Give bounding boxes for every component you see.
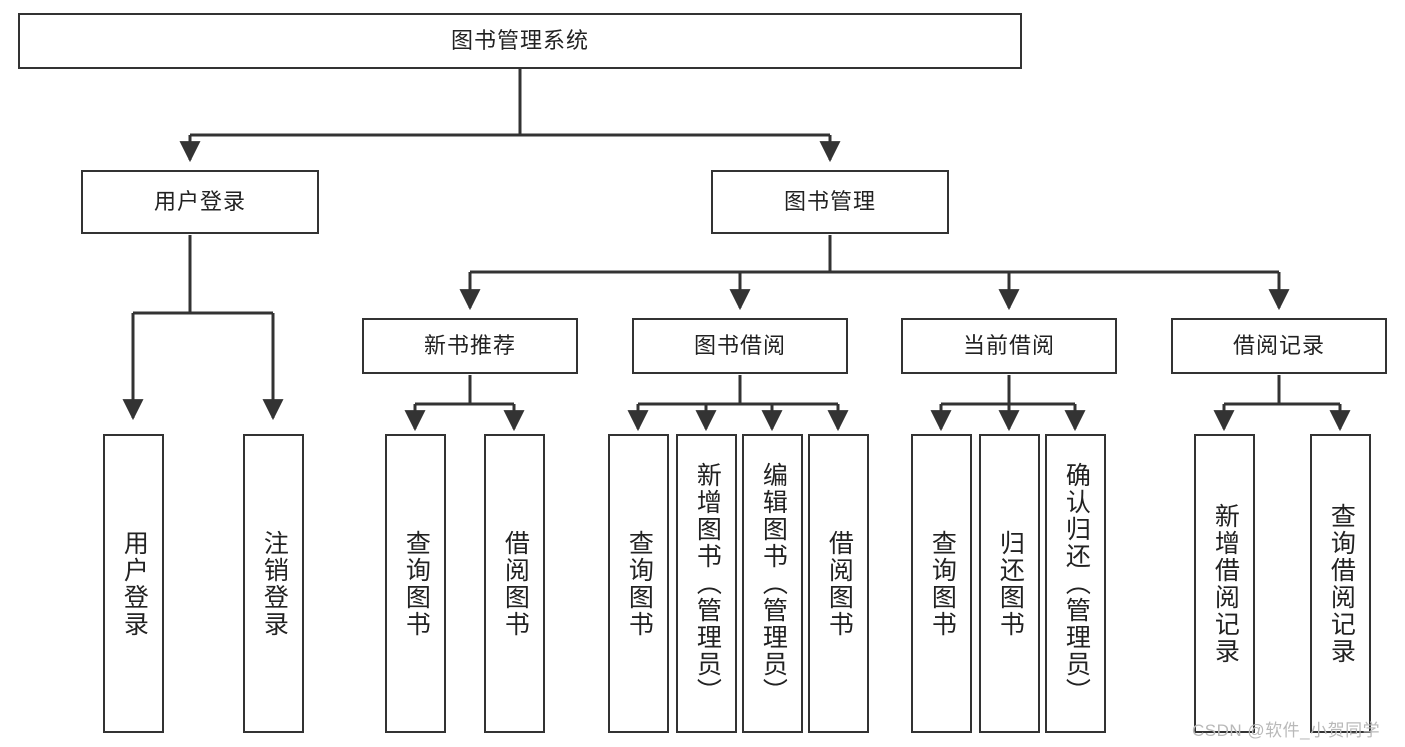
node-leaf-confirm-return[interactable]: 确认归还（管理员）: [1045, 434, 1106, 733]
node-current-borrow-label: 当前借阅: [962, 332, 1055, 358]
node-leaf-query-record-label: 查询借阅记录: [1327, 502, 1356, 665]
node-leaf-edit-book-label: 编辑图书（管理员）: [759, 462, 788, 705]
node-book-manage[interactable]: 图书管理: [711, 170, 949, 234]
node-book-manage-label: 图书管理: [783, 188, 876, 214]
node-leaf-return-book[interactable]: 归还图书: [979, 434, 1040, 733]
node-leaf-query-record[interactable]: 查询借阅记录: [1310, 434, 1371, 733]
node-leaf-add-book[interactable]: 新增图书（管理员）: [676, 434, 737, 733]
node-leaf-borrow-book-2[interactable]: 借阅图书: [808, 434, 869, 733]
node-current-borrow[interactable]: 当前借阅: [901, 318, 1117, 374]
node-leaf-query-book-2[interactable]: 查询图书: [608, 434, 669, 733]
node-leaf-query-book-2-label: 查询图书: [625, 529, 654, 638]
node-root-label: 图书管理系统: [450, 27, 589, 53]
node-leaf-logout[interactable]: 注销登录: [243, 434, 304, 733]
node-leaf-add-record[interactable]: 新增借阅记录: [1194, 434, 1255, 733]
node-user-login-label: 用户登录: [153, 188, 246, 214]
node-borrow-record-label: 借阅记录: [1232, 332, 1325, 358]
node-leaf-borrow-book-2-label: 借阅图书: [825, 529, 854, 638]
node-leaf-query-book-1[interactable]: 查询图书: [385, 434, 446, 733]
watermark: CSDN @软件_小贺同学: [1192, 721, 1381, 740]
node-leaf-add-book-label: 新增图书（管理员）: [693, 462, 722, 705]
node-root[interactable]: 图书管理系统: [18, 13, 1022, 69]
node-book-borrow-label: 图书借阅: [693, 332, 786, 358]
node-leaf-user-login[interactable]: 用户登录: [103, 434, 164, 733]
node-new-book-recommend-label: 新书推荐: [423, 332, 516, 358]
node-leaf-confirm-return-label: 确认归还（管理员）: [1062, 462, 1091, 705]
node-leaf-edit-book[interactable]: 编辑图书（管理员）: [742, 434, 803, 733]
node-leaf-borrow-book-1-label: 借阅图书: [501, 529, 530, 638]
node-leaf-borrow-book-1[interactable]: 借阅图书: [484, 434, 545, 733]
node-leaf-logout-label: 注销登录: [260, 529, 289, 638]
node-leaf-query-book-3-label: 查询图书: [928, 529, 957, 638]
node-leaf-query-book-1-label: 查询图书: [402, 529, 431, 638]
node-book-borrow[interactable]: 图书借阅: [632, 318, 848, 374]
node-user-login[interactable]: 用户登录: [81, 170, 319, 234]
node-leaf-return-book-label: 归还图书: [996, 529, 1025, 638]
node-borrow-record[interactable]: 借阅记录: [1171, 318, 1387, 374]
node-leaf-query-book-3[interactable]: 查询图书: [911, 434, 972, 733]
node-new-book-recommend[interactable]: 新书推荐: [362, 318, 578, 374]
node-leaf-add-record-label: 新增借阅记录: [1211, 502, 1240, 665]
node-leaf-user-login-label: 用户登录: [120, 529, 149, 638]
